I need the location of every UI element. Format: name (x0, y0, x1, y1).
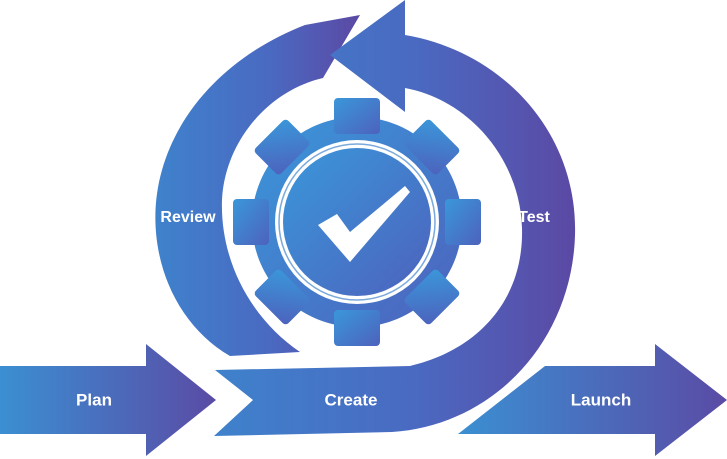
label-create: Create (325, 390, 378, 409)
plan-arrow (0, 344, 216, 456)
checkmark-icon (318, 186, 410, 262)
gear-icon (233, 98, 481, 346)
launch-arrow (458, 344, 727, 456)
label-test: Test (518, 209, 550, 226)
test-arc (214, 0, 576, 436)
label-review: Review (160, 209, 216, 226)
label-launch: Launch (571, 390, 631, 409)
review-arc (155, 15, 360, 356)
label-plan: Plan (76, 390, 112, 409)
